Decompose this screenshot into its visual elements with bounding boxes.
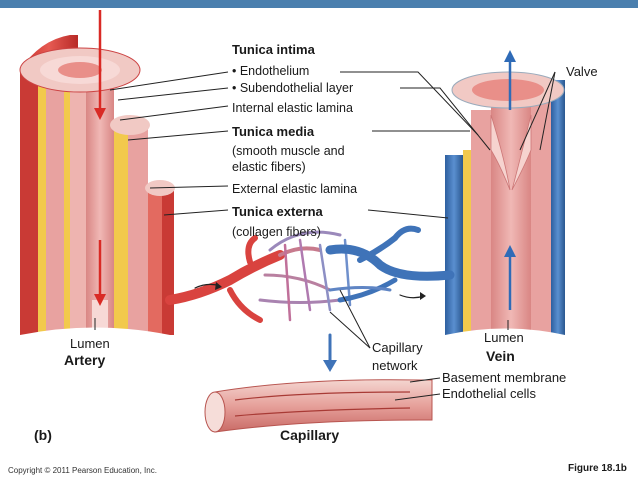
label-subendothelial-layer: • Subendothelial layer bbox=[232, 81, 354, 95]
label-basement-membrane: Basement membrane bbox=[442, 370, 567, 385]
label-capillary-network-2: network bbox=[372, 358, 418, 373]
label-capillary: Capillary bbox=[280, 427, 340, 443]
label-tunica-media: Tunica media bbox=[232, 124, 315, 139]
label-external-elastic-lamina: External elastic lamina bbox=[232, 182, 358, 196]
label-endothelium: • Endothelium bbox=[232, 64, 310, 78]
capillary-drawing bbox=[204, 379, 433, 433]
label-endothelial-cells: Endothelial cells bbox=[442, 386, 536, 401]
label-tunica-media-desc-1: (smooth muscle and bbox=[232, 144, 345, 158]
copyright-notice: Copyright © 2011 Pearson Education, Inc. bbox=[8, 466, 157, 475]
label-artery: Artery bbox=[64, 352, 106, 368]
artery-drawing bbox=[19, 10, 175, 345]
label-capillary-network-1: Capillary bbox=[372, 340, 423, 355]
leader-lines bbox=[94, 71, 556, 401]
label-tunica-externa-desc: (collagen fibers) bbox=[232, 225, 321, 239]
vein-drawing bbox=[445, 50, 565, 345]
label-lumen-artery: Lumen bbox=[70, 336, 110, 351]
label-internal-elastic-lamina: Internal elastic lamina bbox=[232, 101, 353, 115]
label-tunica-intima: Tunica intima bbox=[232, 42, 315, 57]
top-accent-bar bbox=[0, 0, 638, 8]
panel-label: (b) bbox=[34, 427, 52, 443]
figure-number: Figure 18.1b bbox=[568, 463, 627, 474]
label-valve: Valve bbox=[566, 64, 598, 79]
label-tunica-externa: Tunica externa bbox=[232, 204, 323, 219]
label-lumen-vein: Lumen bbox=[484, 330, 524, 345]
label-tunica-media-desc-2: elastic fibers) bbox=[232, 160, 306, 174]
capillary-network-drawing bbox=[165, 225, 455, 372]
label-vein: Vein bbox=[486, 348, 515, 364]
